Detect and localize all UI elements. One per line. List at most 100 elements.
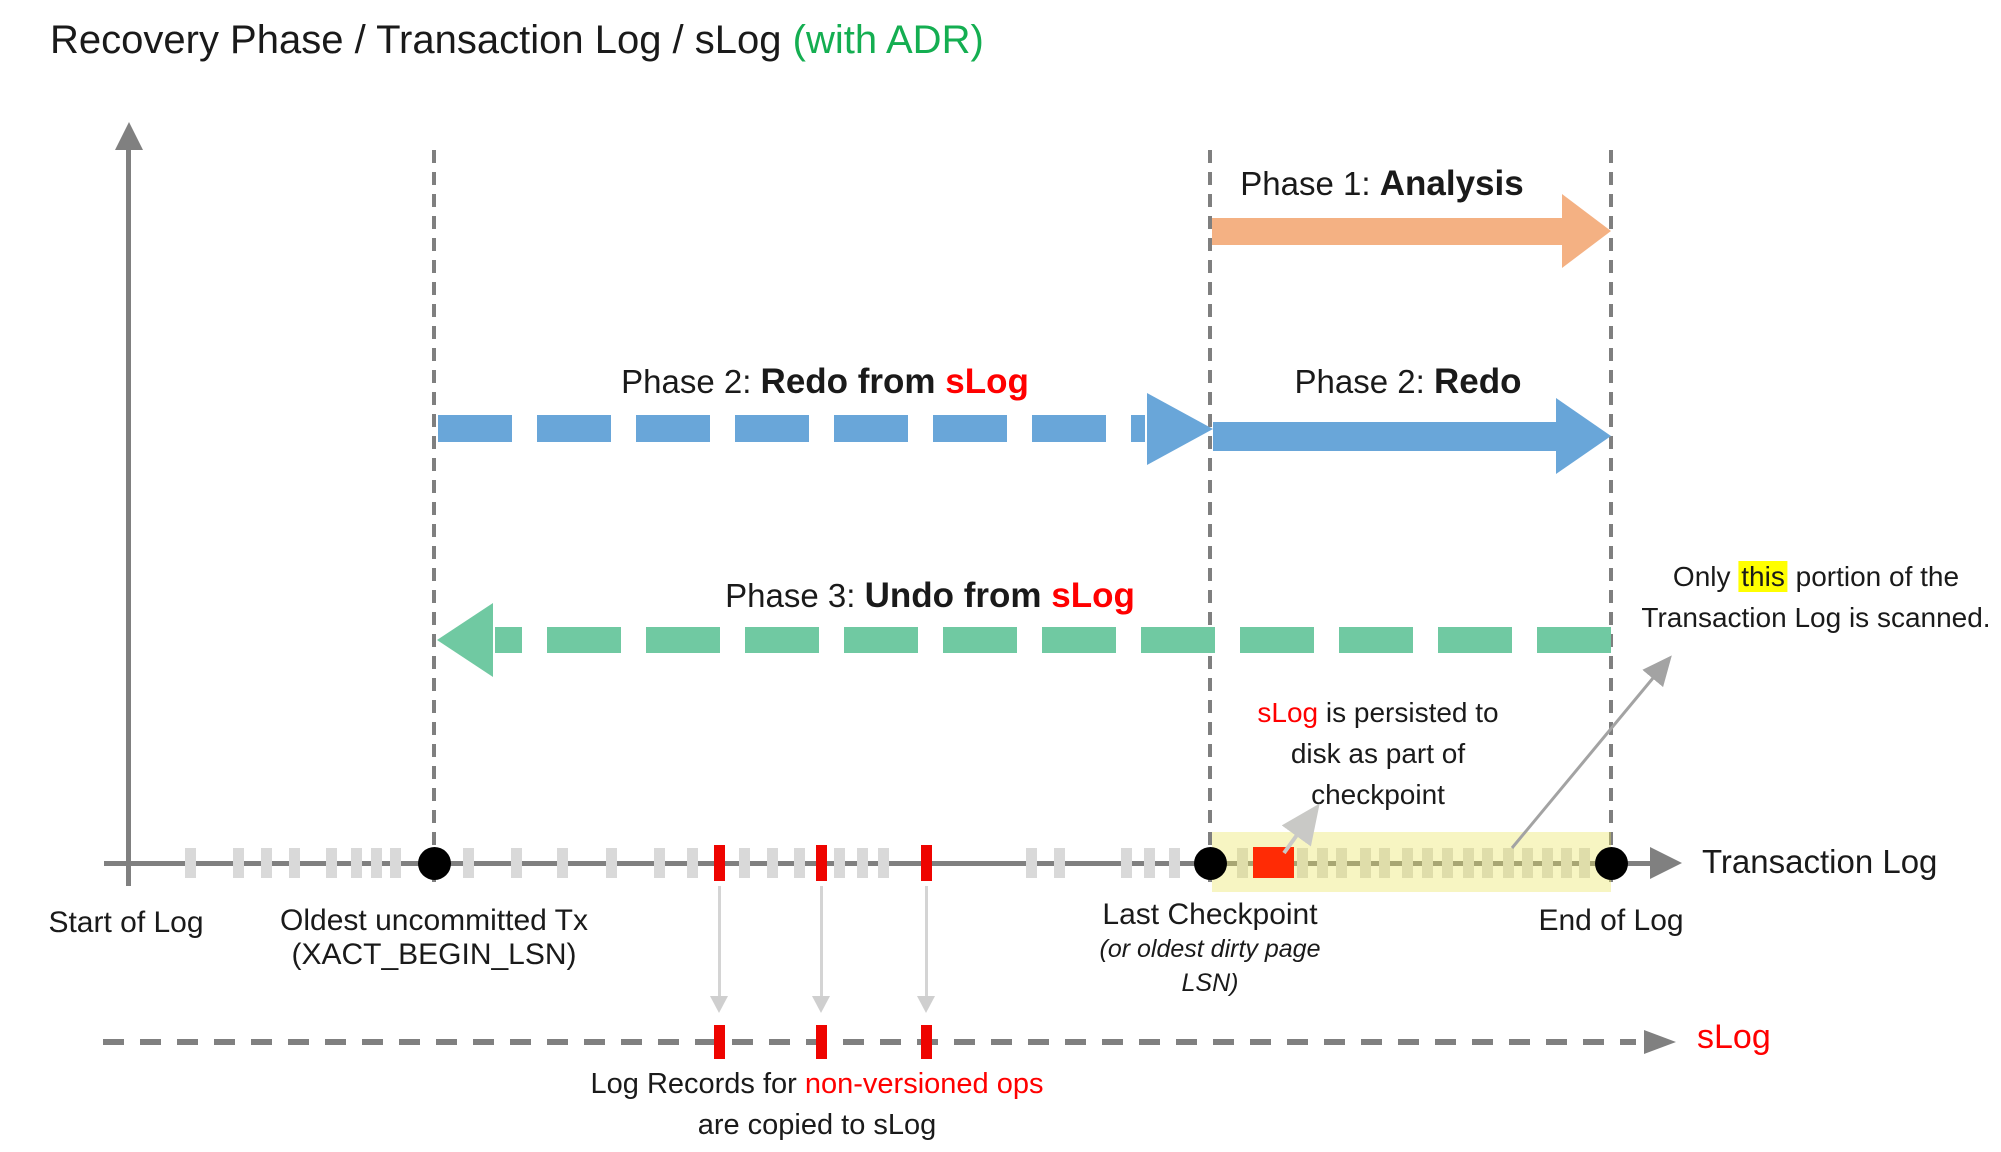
phase2-name: Redo (1433, 362, 1522, 401)
checkpoint-line3: LSN) (1181, 969, 1239, 997)
guide-oldest-uncommitted-tx (432, 150, 436, 882)
phase2-redo-arrowhead-icon (1556, 398, 1611, 474)
log-record-tick (185, 848, 196, 878)
scanned-this-highlight: this (1738, 561, 1788, 592)
log-record-tick (1121, 848, 1132, 878)
end-of-log-marker (1595, 847, 1628, 880)
phase1-analysis-arrow-body (1212, 218, 1564, 245)
phase2s-slog: sLog (945, 362, 1029, 401)
start-of-log-label: Start of Log (48, 906, 204, 939)
log-record-tick (767, 848, 778, 878)
phase1-name: Analysis (1379, 164, 1524, 203)
slog-label: sLog (1697, 1018, 1771, 1056)
slog-record-tick (714, 1025, 725, 1059)
phase3-undo-from-slog-label: Phase 3: Undo from sLog (725, 576, 1135, 616)
copy-connector-line (820, 886, 823, 998)
log-record-tick (1482, 848, 1493, 878)
non-versioned-log-record-tick (816, 845, 827, 881)
log-record-tick (1561, 848, 1572, 878)
phase2-redo-slog-arrowhead-icon (1147, 393, 1213, 465)
log-record-tick (1463, 848, 1474, 878)
log-record-tick (1336, 848, 1347, 878)
log-record-tick (1054, 848, 1065, 878)
phase2-redo-from-slog-label: Phase 2: Redo from sLog (621, 362, 1029, 402)
non-versioned-log-record-tick (921, 845, 932, 881)
log-record-tick (1522, 848, 1533, 878)
title-adr-suffix: (with ADR) (792, 18, 984, 62)
log-record-tick (289, 848, 300, 878)
log-record-tick (1360, 848, 1371, 878)
log-record-tick (1542, 848, 1553, 878)
copied-to-slog-note: Log Records for non-versioned ops are co… (591, 1064, 1044, 1146)
guide-last-checkpoint (1208, 150, 1212, 882)
log-record-tick (326, 848, 337, 878)
log-record-tick (1503, 848, 1514, 878)
phase3-undo-dashed-arrow-body (495, 627, 1611, 653)
oldest-uncommitted-tx-label: Oldest uncommitted Tx (XACT_BEGIN_LSN) (280, 904, 588, 972)
log-record-tick (1237, 848, 1248, 878)
slog-arrowhead-icon (1644, 1030, 1676, 1054)
log-record-tick (371, 848, 382, 878)
log-record-tick (1402, 848, 1413, 878)
scanned-post: portion of the (1787, 561, 1960, 592)
oldest-tx-line1: Oldest uncommitted Tx (280, 904, 588, 937)
phase2-prefix: Phase 2: (1294, 363, 1434, 400)
transaction-log-axis-label: Transaction Log (1702, 843, 1938, 880)
persisted-slog-word: sLog (1257, 697, 1319, 728)
checkpoint-line2: (or oldest dirty page (1099, 935, 1321, 963)
log-record-tick (606, 848, 617, 878)
phase2-redo-label: Phase 2: Redo (1295, 362, 1522, 402)
phase3-name: Undo from (864, 576, 1052, 615)
persisted-line1: sLog is persisted to (1257, 692, 1498, 733)
log-record-tick (834, 848, 845, 878)
guide-end-of-log (1609, 150, 1613, 882)
log-record-tick (1026, 848, 1037, 878)
title-main: Recovery Phase / Transaction Log / sLog (50, 18, 793, 62)
log-record-tick (1297, 848, 1308, 878)
scanned-portion-note: Only this portion of the Transaction Log… (1641, 556, 1991, 638)
last-checkpoint-label: Last Checkpoint (or oldest dirty page LS… (1100, 898, 1321, 1000)
log-record-tick (794, 848, 805, 878)
copied-line2: are copied to sLog (697, 1109, 937, 1141)
oldest-tx-line2: (XACT_BEGIN_LSN) (291, 938, 577, 971)
log-record-tick (1169, 848, 1180, 878)
persisted-line2: disk as part of (1290, 738, 1466, 769)
copy-connector-line (718, 886, 721, 998)
log-record-tick (390, 848, 401, 878)
copy-connector-line (925, 886, 928, 998)
log-record-tick (351, 848, 362, 878)
copied-line1: Log Records for non-versioned ops (591, 1064, 1044, 1105)
phase2-redo-slog-dashed-arrow-body (438, 415, 1145, 442)
log-record-tick (261, 848, 272, 878)
log-record-tick (557, 848, 568, 878)
copy-connector-arrowhead-icon (710, 996, 728, 1013)
log-record-tick (1379, 848, 1390, 878)
log-record-tick (511, 848, 522, 878)
persisted-rest: is persisted to (1318, 697, 1499, 728)
checkpoint-line1: Last Checkpoint (1102, 898, 1318, 931)
log-record-tick (1144, 848, 1155, 878)
y-axis-line (126, 148, 131, 886)
phase1-analysis-label: Phase 1: Analysis (1240, 164, 1523, 204)
phase1-prefix: Phase 1: (1240, 165, 1380, 202)
phase1-analysis-arrowhead-icon (1562, 194, 1611, 268)
scanned-line1: Only this portion of the (1641, 556, 1990, 597)
log-record-tick (233, 848, 244, 878)
log-record-tick (739, 848, 750, 878)
slog-record-tick (816, 1025, 827, 1059)
transaction-log-arrowhead-icon (1650, 847, 1682, 879)
copied-nonversioned: non-versioned ops (804, 1068, 1044, 1100)
last-checkpoint-marker (1194, 847, 1227, 880)
copy-connector-arrowhead-icon (812, 996, 830, 1013)
page-title: Recovery Phase / Transaction Log / sLog … (50, 18, 984, 63)
log-record-tick (1422, 848, 1433, 878)
log-record-tick (1317, 848, 1328, 878)
scanned-line2: Transaction Log is scanned. (1641, 602, 1991, 633)
log-record-tick (878, 848, 889, 878)
y-axis-arrowhead-icon (115, 122, 143, 150)
log-record-tick (1579, 848, 1590, 878)
log-record-tick (463, 848, 474, 878)
slog-dashed-line (103, 1039, 1636, 1045)
copy-connector-arrowhead-icon (917, 996, 935, 1013)
